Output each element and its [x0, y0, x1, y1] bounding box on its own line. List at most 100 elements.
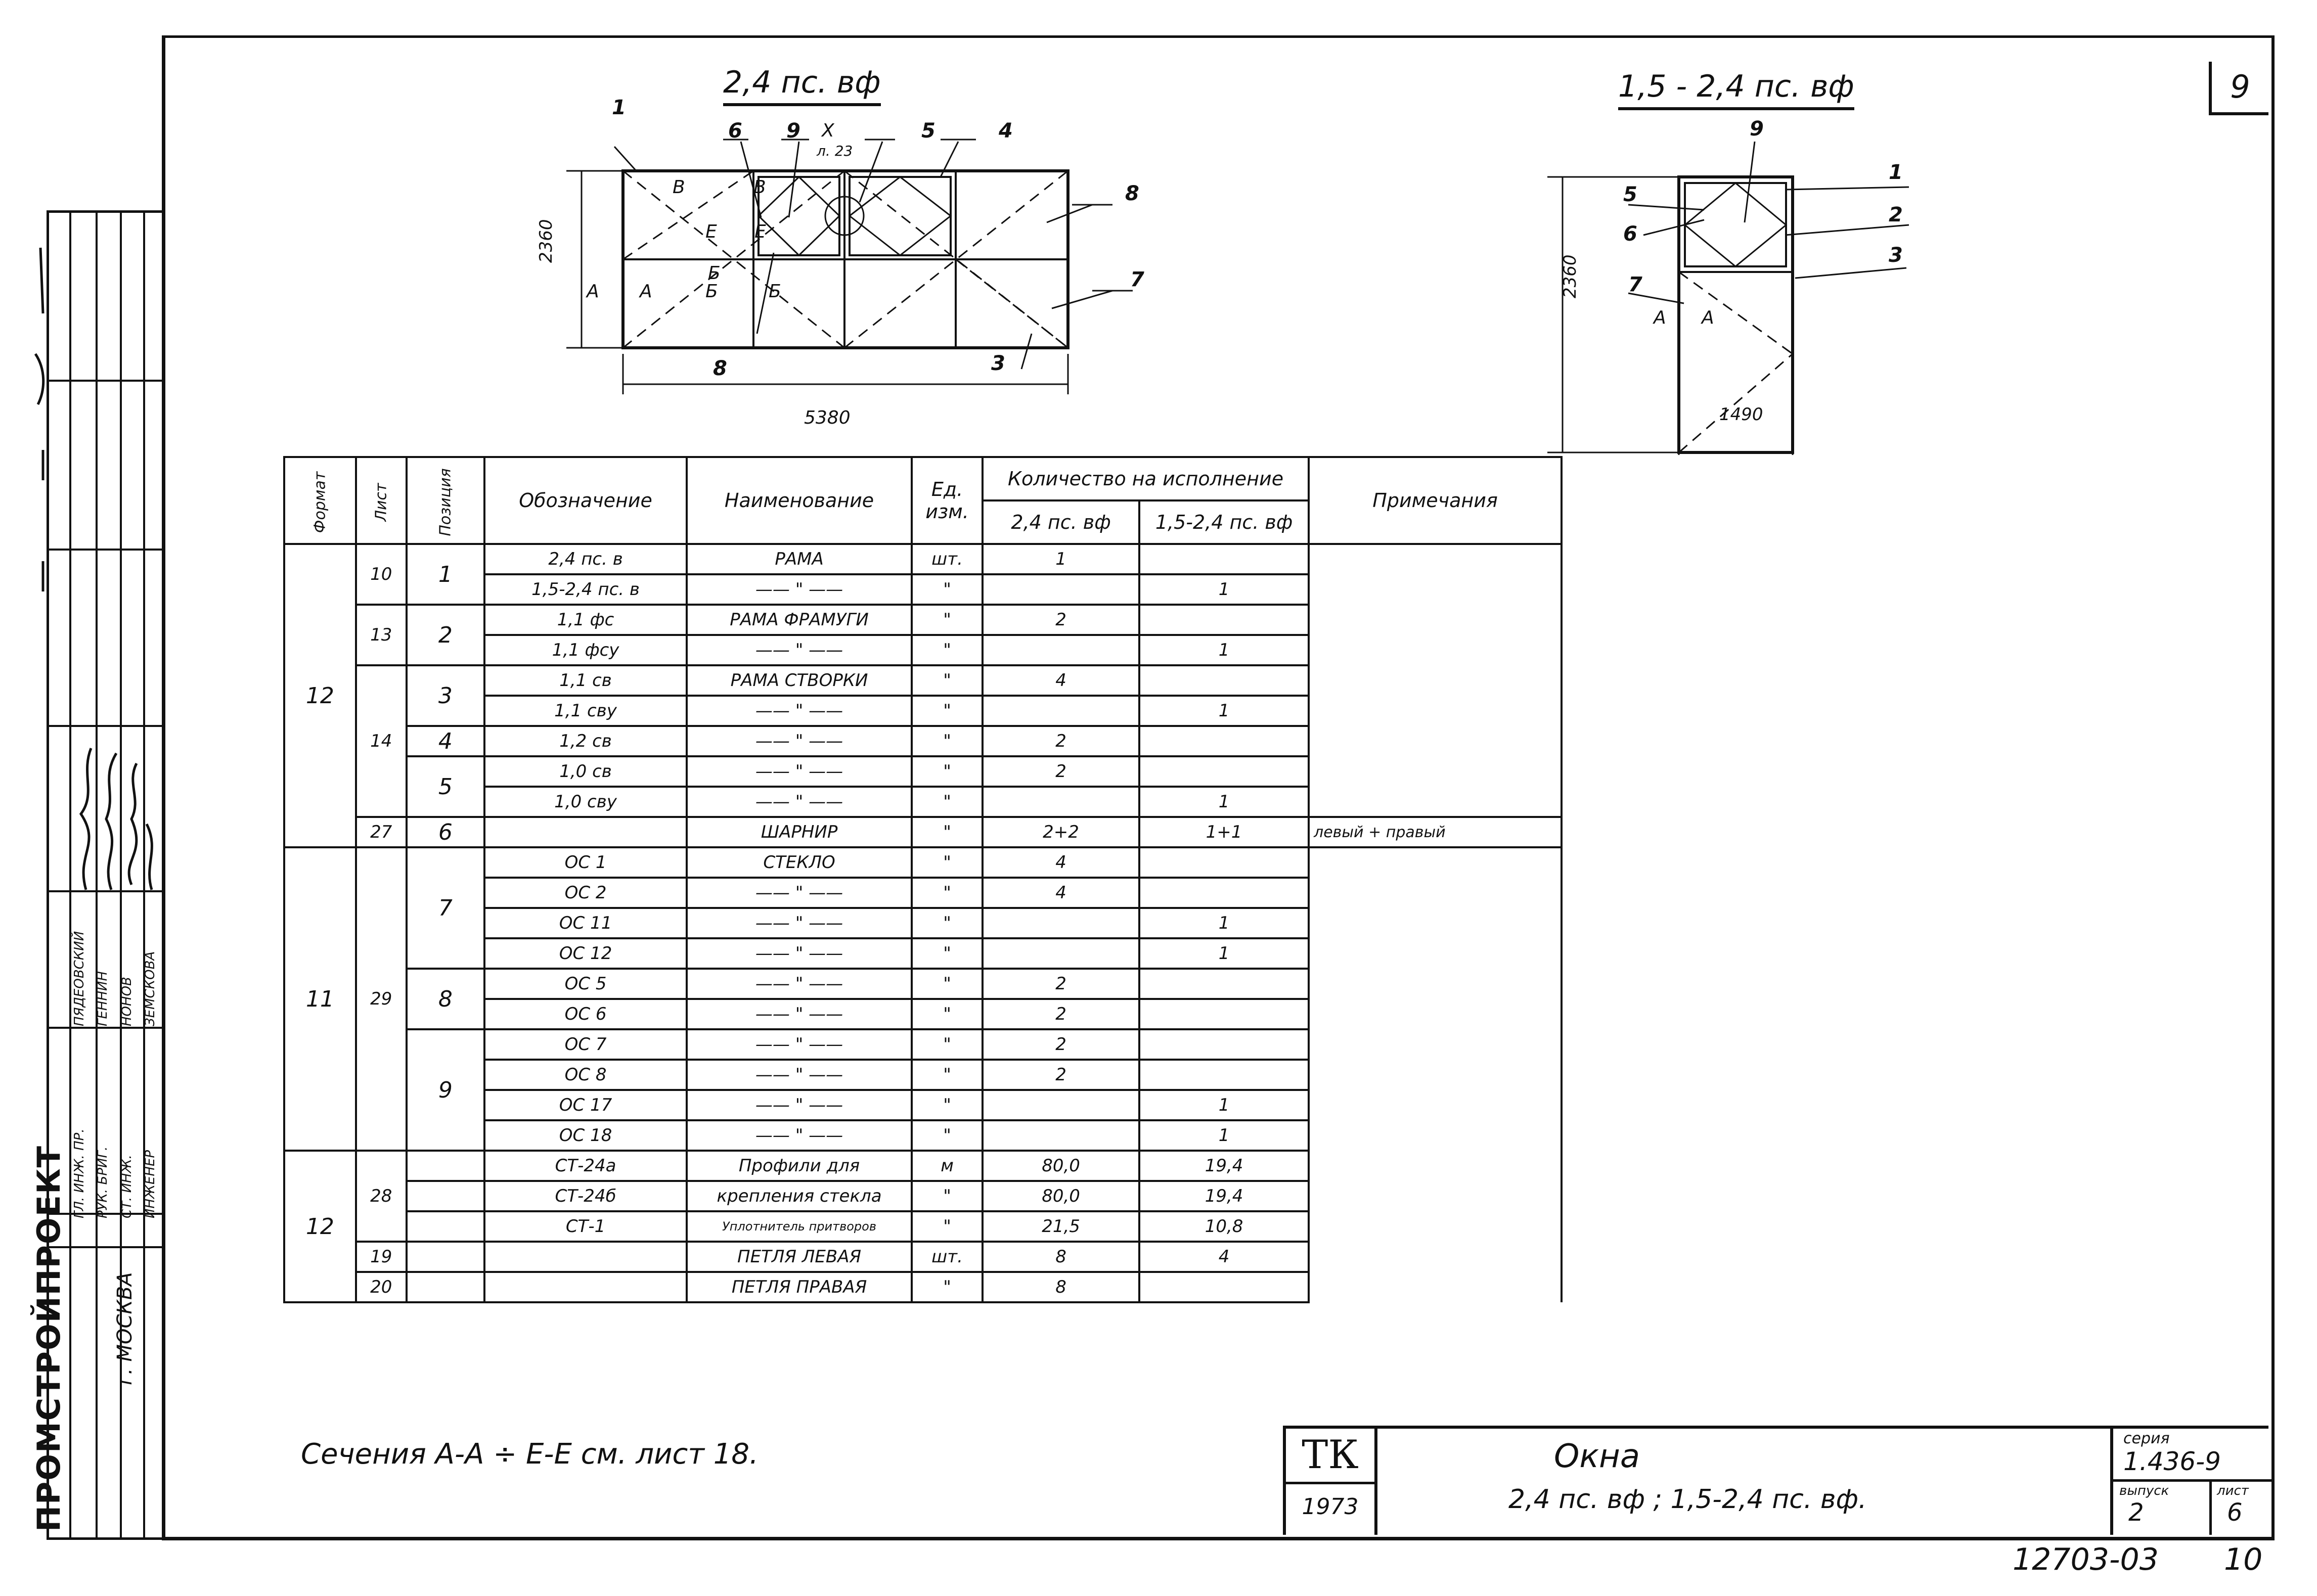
- col-sheet: Лист: [354, 456, 408, 545]
- cell-notes: [1308, 1151, 1563, 1181]
- cell-notes: [1308, 1181, 1563, 1211]
- series-value: 1.436-9: [2123, 1447, 2221, 1476]
- cell-name: —— " ——: [686, 937, 913, 970]
- cell-unit: ": [911, 573, 984, 606]
- cell-name: РАМА ФРАМУГИ: [686, 604, 913, 636]
- cell-position: 8: [405, 968, 486, 1030]
- cell-position: [405, 1150, 486, 1182]
- cell-name: —— " ——: [686, 755, 913, 788]
- cell-notes: [1308, 1029, 1563, 1060]
- stamp-name: ГЕННИН: [95, 971, 110, 1026]
- cell-position: 4: [405, 725, 486, 757]
- cell-qty-b: [1138, 543, 1310, 575]
- page-number: 10: [2224, 1542, 2263, 1577]
- cell-unit: ": [911, 907, 984, 939]
- cell-name: —— " ——: [686, 1119, 913, 1152]
- cell-qty-b: [1138, 755, 1310, 788]
- cell-notes: [1308, 1211, 1563, 1242]
- cell-designation: ОС 8: [483, 1059, 688, 1091]
- cell-name: —— " ——: [686, 968, 913, 1000]
- stamp-role: СТ. ИНЖ.: [119, 1155, 135, 1218]
- cell-designation: 1,1 св: [483, 664, 688, 697]
- callout: 4: [999, 119, 1013, 143]
- cell-qty-b: [1138, 968, 1310, 1000]
- cell-qty-b: 1+1: [1138, 816, 1310, 848]
- cell-name: —— " ——: [686, 907, 913, 939]
- cell-position: 2: [405, 604, 486, 666]
- callout: 6: [1623, 222, 1637, 246]
- cell-unit: ": [911, 998, 984, 1030]
- table-row: 1,0 сву—— " ——"1: [284, 786, 1563, 818]
- stamp-name: НОНОВ: [119, 977, 135, 1026]
- approval-stamp: [47, 210, 164, 1540]
- cell-qty-a: 2: [982, 1028, 1141, 1061]
- cell-name: —— " ——: [686, 1028, 913, 1061]
- width-dimension: 5380: [804, 407, 851, 428]
- cell-unit: шт.: [911, 543, 984, 575]
- cell-qty-b: 1: [1138, 786, 1310, 818]
- cell-sheet: 14: [354, 664, 408, 818]
- cell-position: 5: [405, 755, 486, 818]
- cell-sheet: 10: [354, 543, 408, 606]
- cell-notes: [1308, 969, 1563, 999]
- cell-qty-b: [1138, 1028, 1310, 1061]
- cell-unit: ": [911, 1119, 984, 1152]
- tk-mark: ТК: [1286, 1429, 1374, 1484]
- cell-position: 7: [405, 846, 486, 970]
- callout: 8: [1125, 182, 1139, 205]
- section-ref: Х: [822, 120, 834, 141]
- stamp-role: ГЛ. ИНЖ. ПР.: [72, 1128, 87, 1218]
- cell-notes: [1308, 696, 1563, 726]
- cell-name: —— " ——: [686, 1059, 913, 1091]
- cell-qty-b: [1138, 998, 1310, 1030]
- issue-value: 2: [2128, 1498, 2144, 1527]
- series-box: серия 1.436-9 выпуск 2 лист 6: [2110, 1429, 2271, 1535]
- sheet-value: 6: [2227, 1498, 2243, 1527]
- cell-name: ПЕТЛЯ ПРАВАЯ: [686, 1271, 913, 1303]
- callout: 7: [1130, 268, 1144, 291]
- window-drawing-right: [1547, 141, 1909, 455]
- col-position: Позиция: [405, 456, 486, 545]
- section-mark: Б: [769, 281, 781, 302]
- height-dimension: 2360: [1560, 254, 1580, 298]
- cell-position: 3: [405, 664, 486, 727]
- cell-qty-a: 4: [982, 664, 1141, 697]
- sheet-number: 9: [2209, 62, 2268, 115]
- cell-sheet: 20: [354, 1271, 408, 1303]
- cell-designation: 1,0 св: [483, 755, 688, 788]
- cell-sheet: 27: [354, 816, 408, 848]
- col-name: Наименование: [686, 456, 913, 545]
- cell-qty-a: [982, 786, 1141, 818]
- cell-designation: ОС 5: [483, 968, 688, 1000]
- cell-name: —— " ——: [686, 695, 913, 727]
- cell-qty-a: 80,0: [982, 1150, 1141, 1182]
- callout: 1: [1889, 161, 1903, 184]
- col-format: Формат: [283, 456, 357, 545]
- cell-qty-a: 2: [982, 725, 1141, 757]
- cell-name: Уплотнитель притворов: [686, 1210, 913, 1243]
- cell-designation: 1,0 сву: [483, 786, 688, 818]
- drawing-right-title: 1,5 - 2,4 пс. вф: [1618, 69, 1854, 110]
- cell-qty-b: [1138, 846, 1310, 879]
- col-qty-a: 2,4 пс. вф: [982, 499, 1141, 545]
- cell-unit: ": [911, 664, 984, 697]
- cell-unit: ": [911, 786, 984, 818]
- table-row: ОС 12—— " ——"1: [284, 937, 1563, 970]
- table-row: 1,1 сву—— " ——"1: [284, 695, 1563, 727]
- document-code: 12703-03: [2013, 1542, 2159, 1577]
- cell-position: [405, 1271, 486, 1303]
- cell-notes: [1308, 908, 1563, 938]
- col-unit: Ед. изм.: [911, 456, 984, 545]
- cell-name: —— " ——: [686, 573, 913, 606]
- section-ref-sheet: л. 23: [817, 143, 853, 159]
- cell-sheet: 13: [354, 604, 408, 666]
- cell-unit: ": [911, 846, 984, 879]
- cell-qty-a: [982, 1089, 1141, 1121]
- cell-designation: ОС 2: [483, 877, 688, 909]
- document-subtitle: 2,4 пс. вф ; 1,5-2,4 пс. вф.: [1508, 1484, 1867, 1515]
